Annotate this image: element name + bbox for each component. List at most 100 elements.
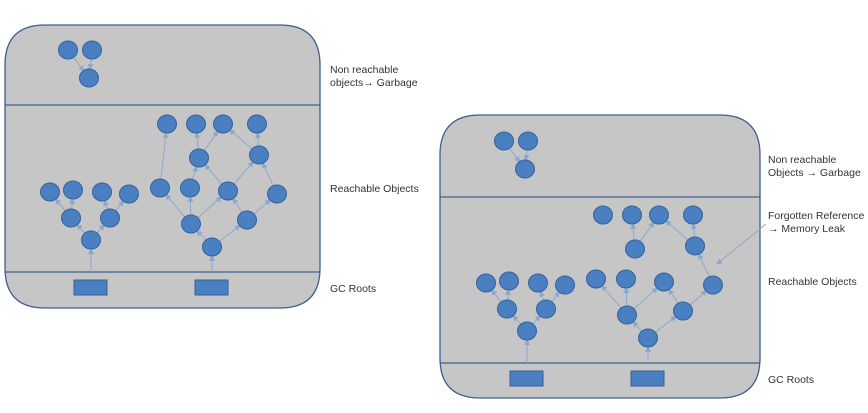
left-reference-arrow bbox=[69, 197, 75, 211]
right-reference-arrow bbox=[654, 315, 677, 334]
left-reference-arrow bbox=[76, 223, 86, 235]
left-reference-arrow bbox=[87, 57, 94, 71]
left-object-node bbox=[63, 180, 83, 200]
right-object-node bbox=[683, 205, 703, 225]
right-garbage-label-line2: Objects → Garbage bbox=[768, 167, 861, 179]
left-object-node bbox=[202, 237, 222, 257]
right-roots-label: GC Roots bbox=[768, 374, 815, 386]
right-object-node bbox=[476, 273, 496, 293]
right-gc-root bbox=[509, 370, 544, 387]
left-object-node bbox=[237, 210, 257, 230]
left-reference-arrow bbox=[252, 199, 271, 216]
left-reference-arrow bbox=[229, 129, 254, 151]
left-object-node bbox=[61, 208, 81, 228]
right-object-node bbox=[703, 275, 723, 295]
right-object-node bbox=[497, 299, 517, 319]
left-reference-arrow bbox=[160, 131, 169, 181]
left-object-node bbox=[119, 184, 139, 204]
right-reference-arrow bbox=[690, 222, 697, 239]
right-object-node bbox=[685, 236, 705, 256]
right-leak-label-line1: Forgotten Reference bbox=[768, 210, 865, 222]
right-reference-arrow bbox=[550, 291, 561, 304]
left-reference-arrow bbox=[55, 198, 67, 213]
right-reference-arrow bbox=[505, 288, 511, 302]
right-object-node bbox=[638, 328, 658, 348]
right-object-node bbox=[555, 275, 575, 295]
right-reference-arrow bbox=[491, 289, 503, 304]
left-reference-arrow bbox=[187, 195, 194, 217]
left-reference-arrow bbox=[203, 130, 219, 152]
left-reference-arrow bbox=[218, 224, 241, 243]
left-object-node bbox=[81, 230, 101, 250]
left-object-node bbox=[181, 214, 201, 234]
right-object-node bbox=[586, 269, 606, 289]
left-reference-arrow bbox=[194, 131, 201, 151]
right-reference-arrow bbox=[531, 315, 541, 326]
right-reference-arrow bbox=[630, 222, 637, 242]
right-gc-root bbox=[630, 370, 665, 387]
left-reference-arrow bbox=[196, 229, 207, 242]
left-garbage-object-node bbox=[82, 40, 102, 60]
right-reference-arrow bbox=[668, 288, 680, 305]
left-object-node bbox=[218, 181, 238, 201]
right-object-node bbox=[673, 301, 693, 321]
right-reference-arrow bbox=[639, 221, 655, 243]
left-reference-arrow bbox=[232, 197, 244, 214]
left-gc-root bbox=[194, 279, 229, 296]
right-object-node bbox=[625, 239, 645, 259]
left-object-node bbox=[213, 114, 233, 134]
right-heap-box bbox=[439, 114, 761, 399]
left-object-node bbox=[189, 148, 209, 168]
left-gc-root bbox=[73, 279, 108, 296]
right-garbage-label: Non reachable Objects → Garbage bbox=[768, 154, 861, 180]
left-reference-arrow bbox=[262, 162, 275, 187]
left-garbage-object-node bbox=[79, 68, 99, 88]
left-garbage-label-line1: Non reachable bbox=[330, 64, 399, 76]
left-reachable-label: Reachable Objects bbox=[330, 183, 419, 195]
right-garbage-object-node bbox=[494, 131, 514, 151]
left-reference-arrow bbox=[254, 131, 261, 148]
right-object-node bbox=[528, 273, 548, 293]
left-object-node bbox=[249, 145, 269, 165]
left-object-node bbox=[180, 178, 200, 198]
right-reference-arrow bbox=[523, 148, 530, 162]
right-object-node bbox=[622, 205, 642, 225]
right-object-node bbox=[517, 321, 537, 341]
right-object-node bbox=[536, 299, 556, 319]
right-garbage-label-line1: Non reachable bbox=[768, 154, 837, 166]
right-object-node bbox=[654, 272, 674, 292]
right-reference-arrow bbox=[601, 285, 623, 310]
left-reference-arrow bbox=[114, 200, 125, 213]
left-reference-arrow bbox=[72, 56, 85, 72]
right-reference-arrow bbox=[539, 290, 545, 302]
left-reference-arrow bbox=[232, 161, 254, 186]
left-reference-arrow bbox=[196, 196, 223, 220]
left-object-node bbox=[40, 182, 60, 202]
right-reference-arrow bbox=[632, 287, 659, 311]
right-reachable-label: Reachable Objects bbox=[768, 276, 857, 288]
left-object-node bbox=[150, 178, 170, 198]
right-object-node bbox=[616, 269, 636, 289]
left-garbage-label: Non reachable objects→ Garbage bbox=[330, 64, 418, 90]
left-object-node bbox=[186, 114, 206, 134]
right-reference-arrow bbox=[688, 290, 707, 307]
left-object-node bbox=[157, 114, 177, 134]
right-leak-label: Forgotten Reference → Memory Leak bbox=[768, 210, 864, 236]
memory-leak-pointer-arrow bbox=[716, 223, 767, 265]
right-reference-arrow bbox=[512, 314, 522, 326]
right-object-node bbox=[649, 205, 669, 225]
left-roots-label: GC Roots bbox=[330, 283, 377, 295]
left-reference-arrow bbox=[204, 164, 224, 186]
right-reference-arrow bbox=[623, 286, 630, 308]
left-object-node bbox=[100, 208, 120, 228]
left-garbage-label-line2: objects→ Garbage bbox=[330, 77, 418, 89]
right-reference-arrow bbox=[698, 253, 711, 278]
left-reference-arrow bbox=[191, 165, 198, 181]
right-reference-arrow bbox=[665, 220, 690, 242]
left-garbage-object-node bbox=[58, 40, 78, 60]
left-object-node bbox=[267, 184, 287, 204]
left-reference-arrow bbox=[103, 199, 109, 211]
right-leak-label-line2: → Memory Leak bbox=[768, 223, 846, 235]
right-object-node bbox=[593, 205, 613, 225]
